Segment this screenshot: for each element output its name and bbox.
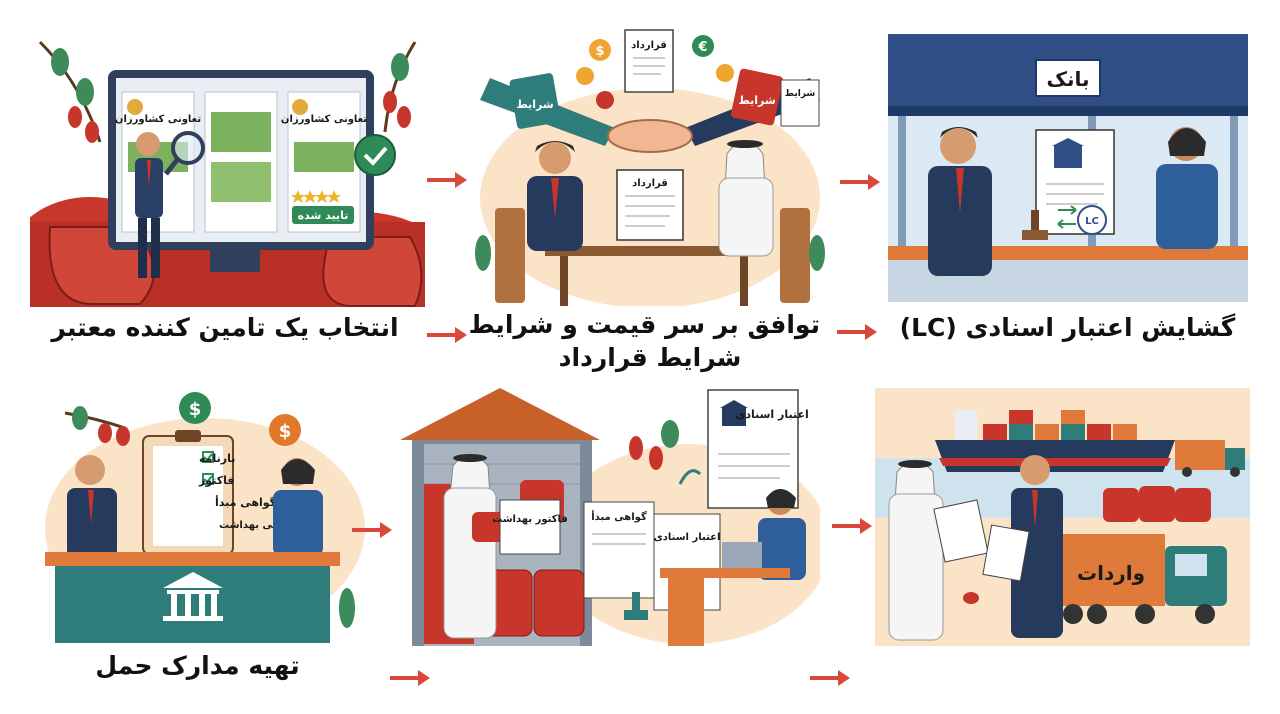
caption-step-2-line-1: توافق بر سر قیمت و شرایط — [468, 310, 820, 339]
tag-right: شرایط — [731, 68, 783, 126]
doc-invoice-title: فاکتور بهداشت — [492, 514, 568, 525]
note-right-label: شرایط — [785, 89, 816, 99]
arrow-2-to-3-top — [840, 174, 880, 190]
bank-icon — [1052, 138, 1084, 168]
caption-step-3: گشایش اعتبار اسنادی (LC) — [899, 313, 1236, 342]
arrow-1-to-2-top — [427, 172, 467, 188]
panel-warehouse-docs: فاکتور بهداشت گواهی مبدأ اعتبار اسنادی ا… — [400, 384, 820, 646]
arrow-5-to-6-caption — [810, 670, 850, 686]
stamp-icon — [1022, 210, 1048, 240]
checklist-checks — [202, 451, 214, 485]
dollar-coin-icon: $ — [576, 39, 614, 109]
arrow-1-to-2-caption — [427, 327, 467, 343]
arrow-2-to-3-caption — [837, 324, 877, 340]
magnifier-icon — [164, 131, 205, 176]
container-label: واردات — [1077, 561, 1145, 585]
rating-stars — [291, 190, 341, 203]
arrow-4-to-5-caption — [390, 670, 430, 686]
arrow-5-to-6-top — [832, 518, 872, 534]
dollar-coin-icon: $ — [269, 414, 301, 446]
ship-icon — [935, 410, 1175, 472]
doc-origin-title: گواهی مبدأ — [591, 510, 647, 523]
doc-lc-small-title: اعتبار اسنادی — [654, 532, 721, 543]
verified-badge: تایید شده — [298, 209, 349, 222]
panel-4-illustration: $ $ بارنامه فاکتور گواهی مبدأ گواهی بهدا… — [45, 392, 365, 643]
panel-negotiate: $ € قرارداد شرایط شرایط شرایط — [465, 28, 835, 306]
panel-select-supplier: تعاونی کشاورزان تعاونی کشاورزان تایید شد… — [30, 22, 425, 307]
stamp-icon — [624, 592, 648, 620]
doc-lc-big-title: اعتبار اسنادی — [735, 408, 809, 421]
tag-right-label: شرایط — [738, 94, 775, 107]
truck-icon — [1175, 440, 1245, 477]
card-title-1: تعاونی کشاورزان — [115, 114, 201, 125]
bank-icon — [163, 572, 223, 621]
lc-seal-label: LC — [1085, 216, 1099, 227]
card-title-2: تعاونی کشاورزان — [281, 114, 367, 125]
panel-2-illustration: $ € قرارداد شرایط شرایط شرایط — [475, 29, 825, 306]
svg-text:$: $ — [595, 44, 604, 59]
bank-sign: بانک — [1046, 67, 1089, 91]
tag-left-label: شرایط — [516, 98, 553, 111]
panel-6-illustration: واردات — [875, 388, 1250, 646]
checklist-item-2: فاکتور — [198, 474, 234, 487]
check-badge-icon — [354, 134, 396, 176]
contract-doc-top-title: قرارداد — [631, 40, 667, 51]
arrow-4-to-5-top — [352, 522, 392, 538]
svg-text:€: € — [697, 40, 707, 55]
dollar-coin-icon: $ — [179, 392, 211, 424]
handshake-icon — [607, 119, 693, 153]
caption-step-1: انتخاب یک تامین کننده معتبر — [51, 313, 399, 342]
panel-prepare-docs: $ $ بارنامه فاکتور گواهی مبدأ گواهی بهدا… — [35, 388, 365, 643]
lc-seal — [1077, 205, 1107, 235]
panel-import: واردات — [875, 388, 1250, 646]
caption-step-4: تهیه مدارک حمل — [95, 651, 300, 680]
panel-open-lc: بانک LC — [888, 34, 1248, 302]
caption-step-2-line-2: شرایط قرارداد — [558, 343, 742, 372]
svg-text:$: $ — [279, 421, 292, 442]
truck-icon — [1055, 534, 1227, 624]
euro-coin-icon: € — [692, 35, 734, 82]
bank-icon — [720, 400, 748, 426]
panel-3-illustration: بانک LC — [888, 34, 1248, 302]
checklist-item-3: گواهی مبدأ — [215, 495, 277, 509]
checklist-item-1: بارنامه — [199, 452, 235, 465]
panel-5-illustration: فاکتور بهداشت گواهی مبدأ اعتبار اسنادی ا… — [400, 388, 820, 646]
svg-text:$: $ — [189, 399, 202, 420]
tag-left: شرایط — [509, 73, 561, 129]
panel-1-illustration: تعاونی کشاورزان تعاونی کشاورزان تایید شد… — [30, 40, 425, 307]
contract-doc-center-title: قرارداد — [632, 178, 668, 189]
